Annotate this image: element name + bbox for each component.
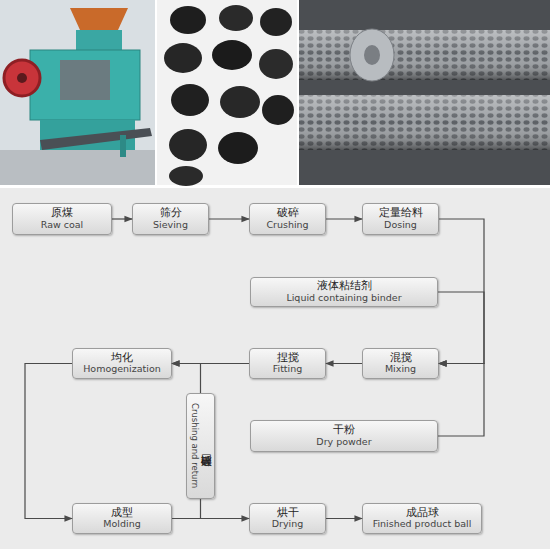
chart-background — [0, 188, 550, 549]
process-box: 原煤Raw coal — [12, 203, 112, 235]
coal-ball — [169, 129, 207, 161]
roller-housing — [60, 60, 110, 100]
process-box: 成品球Finished product ball — [362, 503, 482, 534]
step-name-en: Raw coal — [41, 220, 84, 231]
step-name-zh: 均化 — [111, 352, 133, 365]
coal-ball — [170, 6, 206, 34]
step-name-zh: 筛分 — [160, 207, 182, 220]
roller-shade — [299, 30, 550, 80]
coal-ball — [169, 166, 203, 186]
process-box: 成型Molding — [72, 503, 172, 534]
step-name-zh: 干粉 — [333, 424, 355, 437]
step-name-zh: 破碎 — [277, 207, 299, 220]
process-box: 筛分Sieving — [132, 203, 209, 235]
step-name-zh: 捏搅 — [277, 352, 299, 365]
flywheel-hub — [17, 73, 27, 83]
step-name-en: Fitting — [273, 364, 303, 375]
coal-ball — [259, 49, 293, 79]
flow-arrow — [172, 363, 249, 364]
flow-arrow — [438, 364, 484, 437]
return-box: 破碎返回Crushing and return — [186, 393, 215, 499]
coal-ball — [164, 43, 202, 73]
process-box: 均化Homogenization — [72, 348, 172, 379]
flow-arrow — [209, 218, 249, 219]
step-name-zh: 原煤 — [51, 207, 73, 220]
coal-ball — [219, 5, 253, 31]
roller-hub — [364, 45, 380, 65]
coal-ball — [212, 40, 252, 70]
flow-arrow — [326, 518, 362, 519]
step-name-en: Molding — [103, 519, 140, 530]
coal-ball — [220, 86, 260, 118]
process-box: 液体粘结剂Liquid containing binder — [250, 277, 438, 307]
process-box: 混搅Mixing — [362, 348, 439, 379]
flow-arrow — [172, 518, 249, 519]
step-name-en: Homogenization — [83, 364, 161, 375]
process-box: 捏搅Fitting — [249, 348, 326, 379]
step-name-en: Sieving — [153, 220, 188, 231]
machine-body — [30, 50, 140, 120]
flow-arrow — [326, 363, 362, 364]
flow-arrow — [326, 218, 362, 219]
flow-arrow — [172, 499, 201, 519]
flow-arrow — [439, 219, 484, 364]
flow-arrow — [172, 364, 201, 394]
step-name-en: Crushing — [266, 220, 308, 231]
roller-shade — [299, 95, 550, 150]
step-name-en: Crushing and return — [189, 403, 199, 488]
roller-end — [350, 29, 394, 81]
process-box: 破碎Crushing — [249, 203, 326, 235]
process-box: 干粉Dry powder — [250, 420, 438, 452]
process-box: 烘干Drying — [249, 503, 326, 534]
photo-background — [0, 0, 155, 185]
step-name-zh: 混搅 — [390, 352, 412, 365]
coal-ball — [171, 84, 209, 116]
step-name-zh: 定量给料 — [379, 207, 423, 220]
photo-background — [157, 0, 297, 185]
flywheel — [4, 60, 40, 96]
coal-ball — [260, 8, 292, 36]
process-box: 定量给料Dosing — [362, 203, 439, 235]
step-name-zh: 成型 — [111, 507, 133, 520]
step-name-en: Liquid containing binder — [286, 293, 401, 304]
conveyor-leg — [120, 135, 126, 157]
floor — [0, 150, 155, 185]
coal-ball — [262, 95, 294, 125]
flow-arrow — [25, 364, 72, 519]
step-name-zh: 液体粘结剂 — [317, 280, 372, 293]
step-name-en: Drying — [272, 519, 304, 530]
hopper — [70, 8, 128, 30]
step-name-en: Finished product ball — [373, 519, 472, 530]
conveyor — [40, 128, 152, 150]
step-name-en: Dosing — [384, 220, 417, 231]
step-name-zh: 烘干 — [277, 507, 299, 520]
roller — [299, 30, 550, 80]
roller — [299, 95, 550, 150]
feeder — [76, 30, 122, 52]
step-name-en: Dry powder — [316, 437, 371, 448]
photo-background — [299, 0, 550, 185]
step-name-en: Mixing — [385, 364, 416, 375]
step-name-zh: 成品球 — [406, 507, 439, 520]
coal-ball — [218, 132, 258, 164]
flow-arrow — [438, 292, 484, 364]
flow-arrow — [112, 218, 132, 219]
